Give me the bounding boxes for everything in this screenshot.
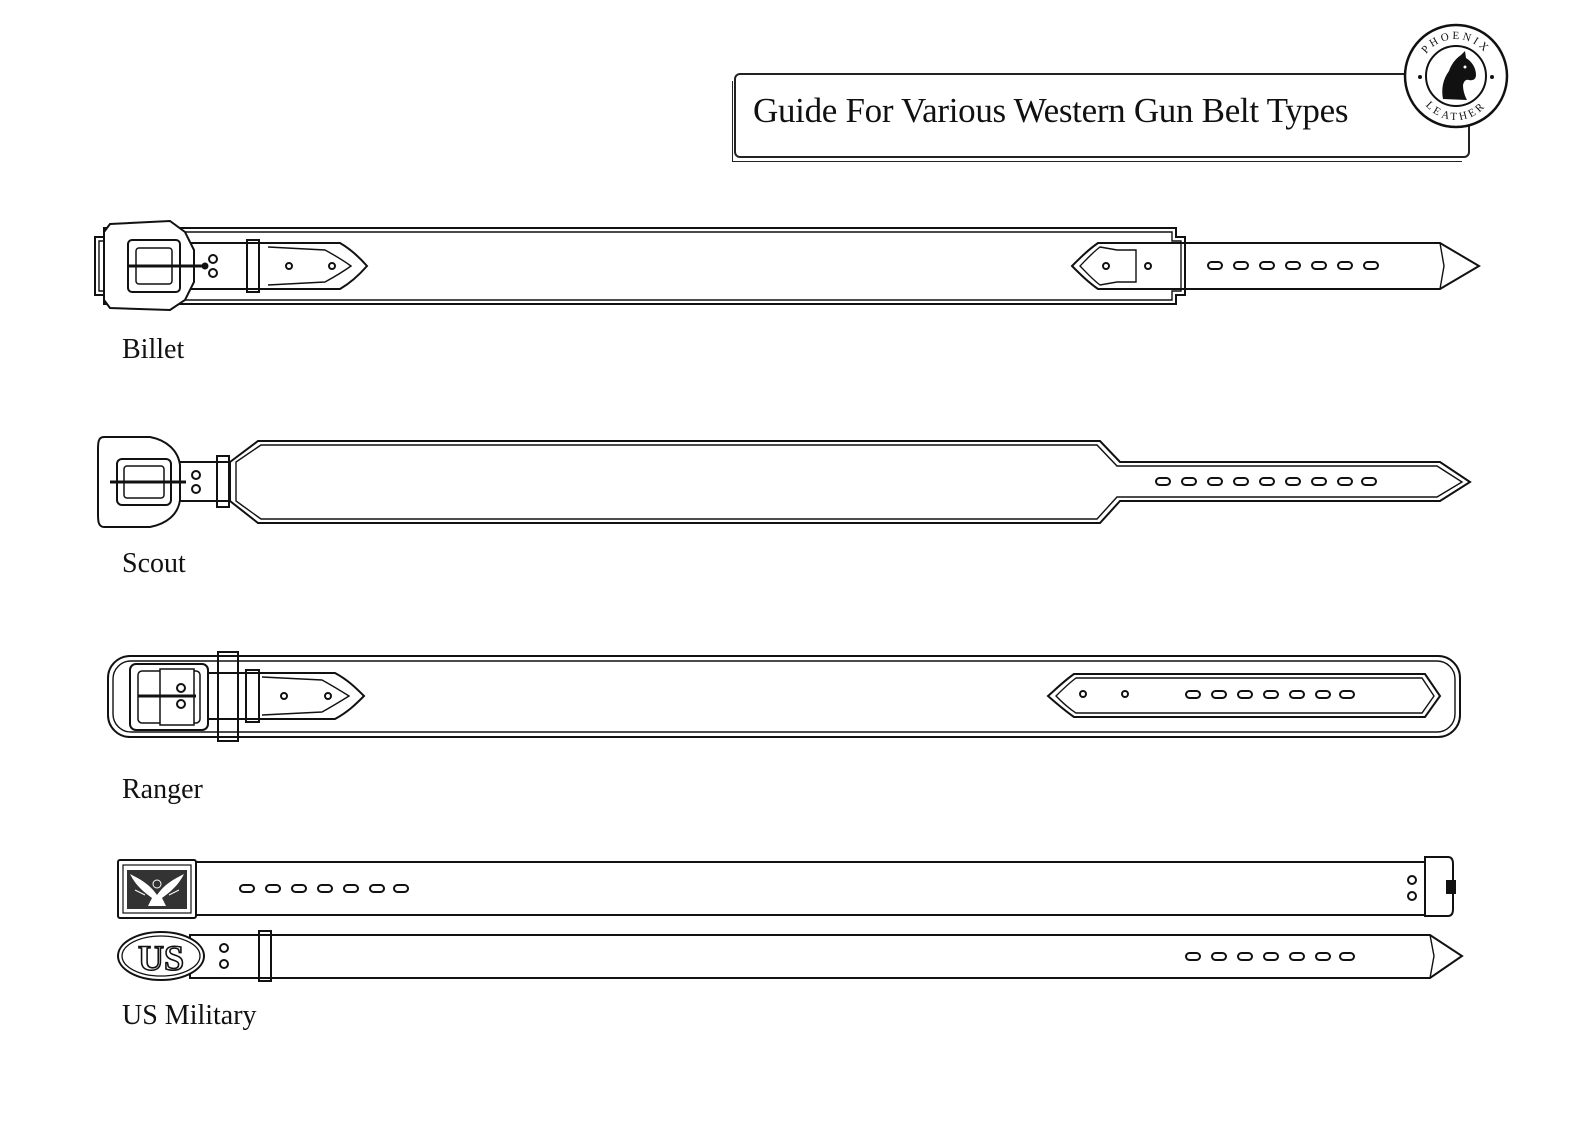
military-upper-holes [239,884,409,893]
label-scout: Scout [122,548,186,579]
ranger-belt [107,651,1461,742]
military-lower-holes [1185,952,1355,961]
page-title: Guide For Various Western Gun Belt Types [753,91,1349,130]
us-buckle-text: US [138,938,184,978]
ranger-holes [1185,690,1355,699]
scout-belt [97,436,1472,528]
eagle-plate-buckle [117,859,197,919]
label-billet: Billet [122,334,185,365]
horse-head-icon [1442,51,1476,100]
us-military-belt: US [117,856,1464,982]
phoenix-leather-logo: PHOENIX LEATHER [1403,23,1509,129]
scout-holes [1155,477,1377,486]
billet-holes [1207,261,1379,270]
us-oval-buckle: US [117,931,205,981]
label-us-military: US Military [122,1000,257,1031]
label-ranger: Ranger [122,774,203,805]
billet-belt [94,219,1481,312]
